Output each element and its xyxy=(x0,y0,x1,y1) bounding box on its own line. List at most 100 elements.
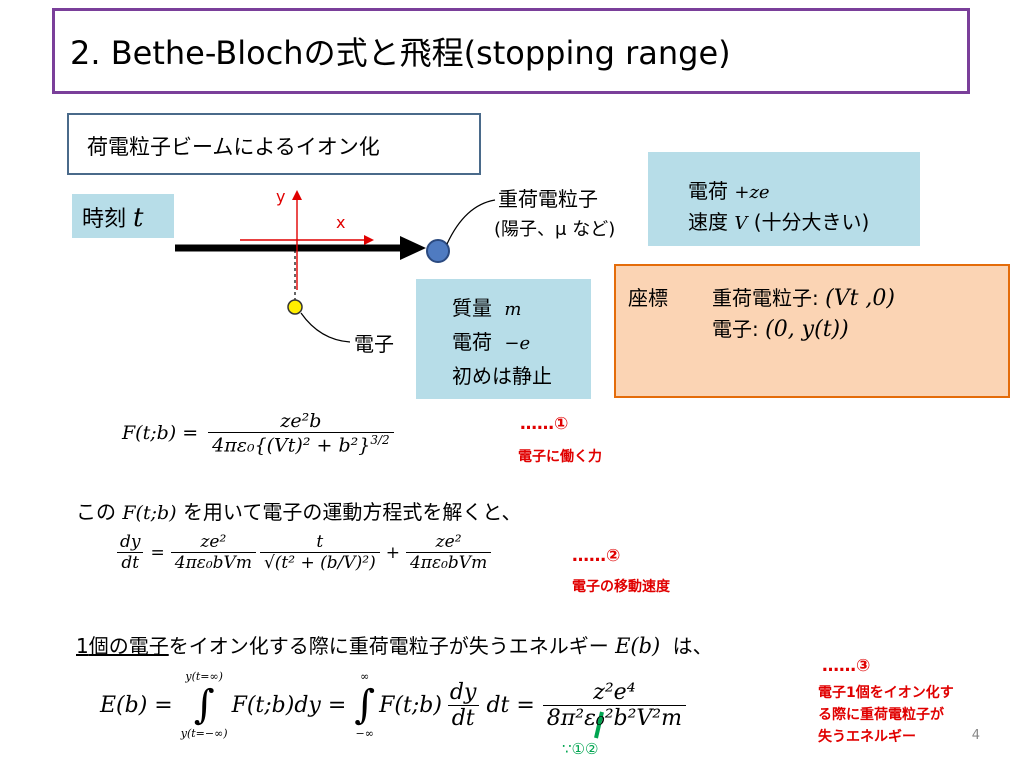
charge-value: +ze xyxy=(734,182,770,203)
subtitle-frame xyxy=(67,113,481,175)
page-number: 4 xyxy=(971,728,980,743)
time-label-row: 時刻 t xyxy=(82,201,143,233)
eq2-tag: ……② xyxy=(572,546,621,566)
line3-symbol: E(b) xyxy=(615,634,661,658)
intro-post: を用いて電子の運動方程式を解くと、 xyxy=(182,500,522,524)
eq3-int1-symbol: ∫ xyxy=(193,682,215,728)
coord-electron-row: 電子: (0, y(t)) xyxy=(712,313,849,342)
slide-subtitle: 荷電粒子ビームによるイオン化 xyxy=(87,135,380,159)
charge-row: 電荷 +ze xyxy=(688,175,770,204)
eq1-note: 電子に働く力 xyxy=(518,449,602,465)
eq2-a-num: ze² xyxy=(200,532,227,552)
eq3-note-1: 電子1個をイオン化す xyxy=(818,685,954,701)
eq3-lhs: E(b) = xyxy=(100,692,173,718)
coord-title: 座標 xyxy=(628,286,668,310)
eq2-b-num: t xyxy=(316,532,324,552)
e-charge-row: 電荷 −e xyxy=(452,326,530,355)
title-frame xyxy=(52,8,970,94)
line3-underlined: 個の電子 xyxy=(88,634,169,658)
eq1-numerator: ze²b xyxy=(280,410,322,432)
eq3-denominator: 8π²ε₀²b²V²m xyxy=(542,704,686,731)
eq2-b-den: √(t² + (b/V)²) xyxy=(259,552,380,573)
eq2-c-den: 4πε₀bVm xyxy=(405,552,492,573)
eq3-int1-body: F(t;b)dy = xyxy=(231,692,347,718)
coord-heavy-row: 重荷電粒子: (Vt ,0) xyxy=(712,282,895,311)
eq3-note-3: 失うエネルギー xyxy=(818,729,916,745)
eq3-int2-body: F(t;b) xyxy=(379,692,442,718)
eq2-lhs-num: dy xyxy=(120,532,141,552)
eq2-equals: = xyxy=(150,542,165,563)
line3-rest: をイオン化する際に重荷電粒子が失うエネルギー xyxy=(168,634,609,658)
speed-var: V xyxy=(734,213,748,234)
coord-electron-value: (0, y(t)) xyxy=(765,317,849,342)
eq1-tag: ……① xyxy=(520,414,569,434)
speed-row: 速度 V (十分大きい) xyxy=(688,206,869,235)
mass-row: 質量 m xyxy=(452,292,521,321)
axis-y-label: y xyxy=(276,187,286,206)
initial-state: 初めは静止 xyxy=(452,364,552,388)
eq2-c-num: ze² xyxy=(435,532,462,552)
time-box xyxy=(72,194,174,238)
time-var: t xyxy=(133,203,144,233)
eq1-exponent: 3/2 xyxy=(370,433,390,447)
equation-2: dy dt = ze² 4πε₀bVm t √(t² + (b/V)²) + z… xyxy=(116,532,492,573)
eq3-dt2: dt = xyxy=(486,692,535,718)
electron-label: 電子 xyxy=(354,332,394,356)
eq2-a-den: 4πε₀bVm xyxy=(170,552,256,573)
mass-label: 質量 xyxy=(452,296,492,320)
x-axis-head xyxy=(364,235,374,245)
eq3-int2-lower: −∞ xyxy=(355,727,374,740)
intro-pre: この xyxy=(76,500,116,524)
e-charge-value: −e xyxy=(504,333,531,354)
eq3-int1-upper: y(t=∞) xyxy=(185,670,223,683)
eq3-integral-2: ∞ ∫ −∞ xyxy=(354,670,375,740)
energy-intro-line: 1個の電子をイオン化する際に重荷電粒子が失うエネルギー E(b) は、 xyxy=(76,630,713,659)
charge-speed-box xyxy=(648,152,920,246)
speed-label: 速度 xyxy=(688,210,728,234)
eq1-denominator: 4πε₀{(Vt)² + b²} xyxy=(212,434,371,457)
slide-title: 2. Bethe-Blochの式と飛程(stopping range) xyxy=(70,34,731,72)
time-label: 時刻 xyxy=(82,207,127,232)
coordinate-box xyxy=(614,264,1010,398)
electron xyxy=(287,299,303,315)
eq3-because: ∵①② xyxy=(562,740,599,758)
eq2-plus: + xyxy=(385,542,400,563)
heavy-particle-examples: (陽子、μ など) xyxy=(494,219,616,240)
coord-heavy-value: (Vt ,0) xyxy=(825,286,895,311)
e-charge-label: 電荷 xyxy=(452,330,492,354)
y-axis-head xyxy=(292,190,302,200)
equation-3: E(b) = y(t=∞) ∫ y(t=−∞) F(t;b)dy = ∞ ∫ −… xyxy=(100,660,686,750)
eq3-integral-1: y(t=∞) ∫ y(t=−∞) xyxy=(181,670,228,740)
eq1-lhs: F(t;b) = xyxy=(122,422,199,445)
intro-symbol: F(t;b) xyxy=(122,502,177,524)
coord-heavy-label: 重荷電粒子: xyxy=(712,286,819,310)
eq2-note: 電子の移動速度 xyxy=(572,579,670,595)
eq3-dy: dy xyxy=(449,679,477,705)
line3-number: 1 xyxy=(76,634,89,658)
mass-var: m xyxy=(504,299,522,320)
eq3-int2-symbol: ∫ xyxy=(354,682,376,728)
eq3-dt: dt xyxy=(447,704,479,731)
eq3-int1-lower: y(t=−∞) xyxy=(180,727,228,740)
eq3-note-2: る際に重荷電粒子が xyxy=(818,707,944,723)
heavy-particle-label: 重荷電粒子 xyxy=(498,187,598,211)
eq3-numerator: z²e⁴ xyxy=(593,679,636,705)
speed-note: (十分大きい) xyxy=(753,210,870,234)
heavy-particle xyxy=(426,239,450,263)
eq2-lhs-den: dt xyxy=(117,552,144,573)
eq1-denominator-row: 4πε₀{(Vt)² + b²}3/2 xyxy=(208,432,394,457)
eq3-tag: ……③ xyxy=(822,656,871,676)
electron-callout xyxy=(300,312,351,343)
charge-label: 電荷 xyxy=(688,179,728,203)
axis-x-label: x xyxy=(336,213,346,232)
intro-line: この F(t;b) を用いて電子の運動方程式を解くと、 xyxy=(76,496,522,525)
electron-props-box xyxy=(416,279,591,399)
beam-arrow-head xyxy=(400,236,426,260)
check-mark xyxy=(594,711,604,739)
equation-1: F(t;b) = ze²b 4πε₀{(Vt)² + b²}3/2 xyxy=(122,410,394,456)
heavy-particle-callout xyxy=(446,199,496,245)
eq3-int2-upper: ∞ xyxy=(360,670,370,683)
coord-electron-label: 電子: xyxy=(712,317,759,341)
line3-end: は、 xyxy=(672,634,713,658)
